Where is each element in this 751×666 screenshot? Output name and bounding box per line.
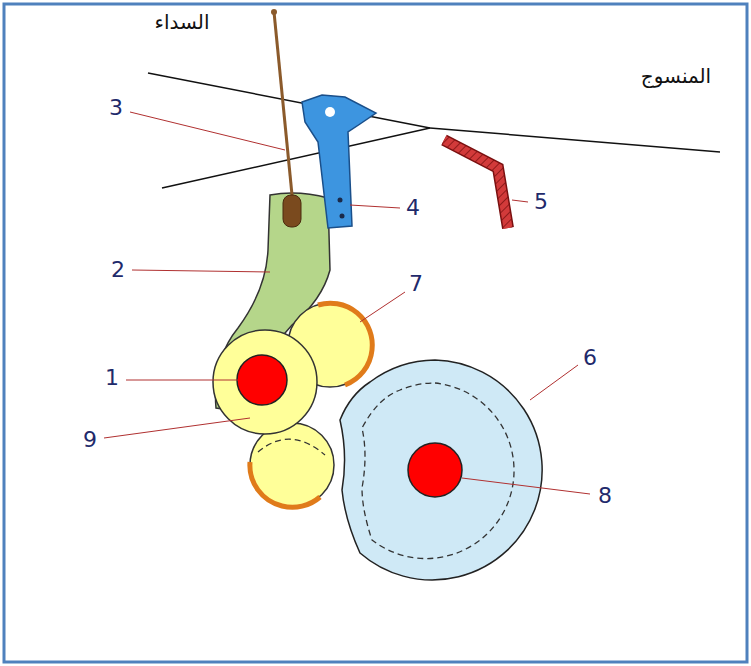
term-label: المنسوج (641, 65, 711, 87)
leader-lines (104, 112, 590, 494)
cam-body (213, 330, 317, 434)
cam-lobe-lower (250, 423, 334, 507)
heddle-rod (274, 12, 293, 205)
follower-roller-lower (250, 462, 320, 507)
callout-number: 9 (83, 428, 97, 452)
holder-rivet (340, 214, 345, 219)
rod-knob (271, 9, 277, 15)
breast-beam (444, 140, 508, 228)
holder-rivet (338, 198, 343, 203)
warp-lower (162, 128, 430, 188)
reed-holder (302, 95, 376, 228)
callout-number: 1 (105, 366, 119, 390)
callout-number: 2 (111, 258, 125, 282)
callout-number: 3 (109, 96, 123, 120)
rod-block (283, 195, 301, 227)
follower-roller-upper (318, 303, 372, 385)
term-label: السداء (155, 11, 210, 33)
holder-hole (325, 107, 335, 117)
callout-number: 4 (406, 196, 420, 220)
cam-disk (340, 360, 542, 580)
disk-dashed-profile (362, 383, 514, 559)
callout-number: 5 (534, 190, 548, 214)
frame (4, 4, 747, 662)
callout-number: 6 (583, 346, 597, 370)
callout-number: 7 (409, 272, 423, 296)
cam-shaft (237, 355, 287, 405)
callout-number: 8 (598, 484, 612, 508)
fabric-line (430, 128, 720, 152)
cam-dashed-profile (258, 439, 325, 455)
disk-shaft (408, 443, 462, 497)
breast-beam-outline (444, 140, 508, 228)
warp-upper (148, 73, 430, 128)
